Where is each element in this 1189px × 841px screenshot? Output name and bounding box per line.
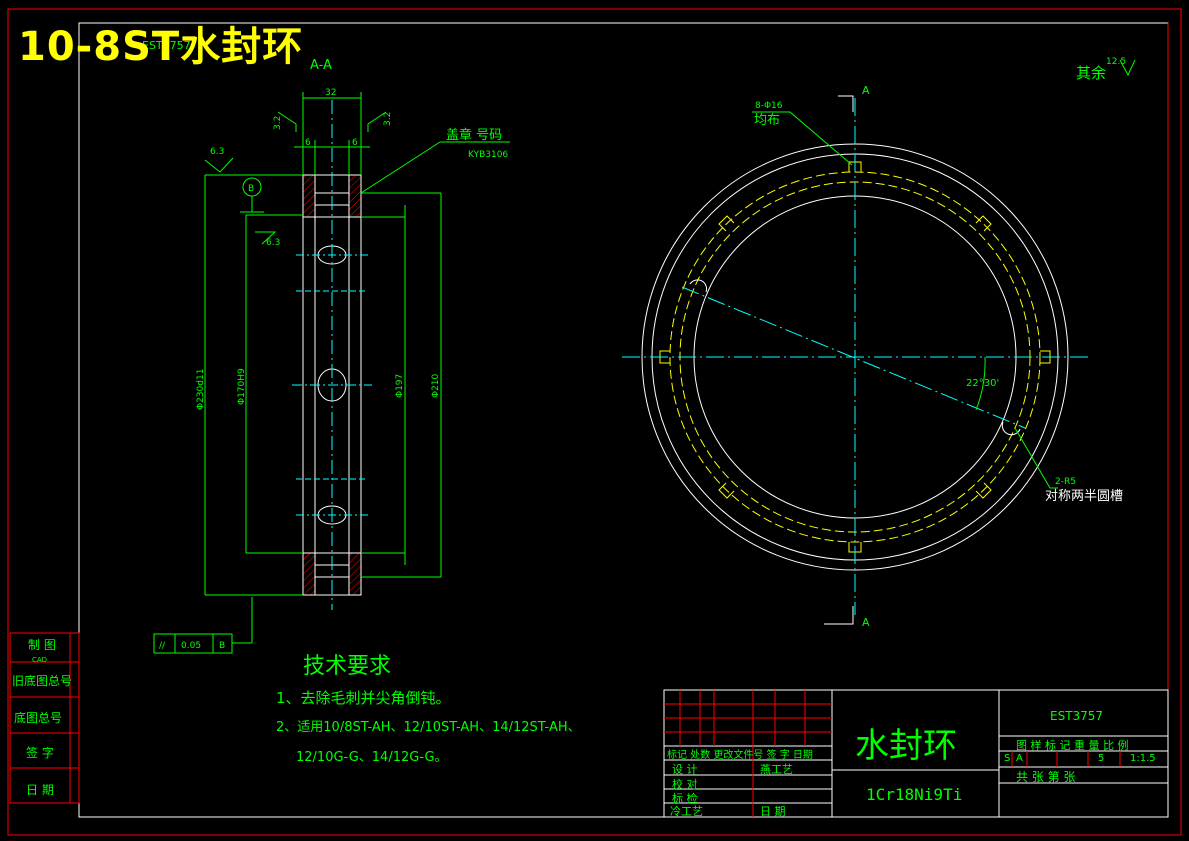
process-label: 冷工艺 bbox=[670, 805, 703, 818]
section-dimensions bbox=[153, 92, 510, 654]
mark-a: A bbox=[1016, 753, 1023, 764]
dim-groove-left: 6 bbox=[305, 138, 311, 148]
dim-bore-diameter: Φ170H9 bbox=[237, 368, 247, 405]
dim-210: Φ210 bbox=[431, 373, 441, 398]
stamp-label: 盖章 号码 bbox=[446, 127, 502, 143]
mark-s: S bbox=[1004, 753, 1011, 764]
tech-requirement-3: 12/10G-G、14/12G-G。 bbox=[296, 750, 448, 765]
plan-view bbox=[622, 59, 1136, 625]
date-label: 日 期 bbox=[760, 805, 786, 818]
left-row-base: 底图总号 bbox=[14, 711, 63, 725]
plan-view-text: A A 8-Φ16 均布 22°30' 2-R5 对称两半圆槽 其余 12.5 bbox=[754, 57, 1126, 629]
section-mark-bottom: A bbox=[862, 616, 870, 629]
dim-groove-right: 6 bbox=[352, 138, 358, 148]
rough-bore: 6.3 bbox=[266, 238, 280, 248]
design-cell: 燕工艺 bbox=[760, 763, 793, 776]
angle-label: 22°30' bbox=[966, 378, 999, 389]
check-label: 标 检 bbox=[672, 792, 698, 805]
section-label-over: EST3757 bbox=[142, 39, 191, 52]
section-mark-top: A bbox=[862, 84, 870, 97]
left-row-date: 日 期 bbox=[26, 783, 54, 797]
part-material: 1Cr18Ni9Ti bbox=[866, 785, 963, 804]
section-view bbox=[292, 100, 372, 610]
dim-width-top: 32 bbox=[325, 88, 336, 98]
left-row-cad: CAD bbox=[32, 656, 48, 664]
slot-spec: 2-R5 bbox=[1055, 477, 1076, 487]
section-dim-text: 32 6 6 3.2 3.2 6.3 6.3 B Φ230d11 Φ170H9 … bbox=[159, 88, 508, 651]
rough-outer: 6.3 bbox=[210, 147, 224, 157]
rest-roughness-label: 其余 bbox=[1076, 64, 1106, 82]
tolerance-symbol: // bbox=[159, 641, 166, 651]
tolerance-datum: B bbox=[219, 641, 225, 651]
outer-frame bbox=[7, 8, 1182, 836]
left-row-old-base: 旧底图总号 bbox=[12, 674, 73, 688]
scale-value: 1:1.5 bbox=[1130, 753, 1156, 764]
banner-title: 10-8ST水封环 bbox=[18, 24, 304, 70]
title-header-row: 图 样 标 记 重 量 比 例 bbox=[1016, 739, 1129, 752]
weight-value: 5 bbox=[1098, 753, 1105, 764]
title-block bbox=[663, 689, 1169, 818]
holes-spec: 8-Φ16 bbox=[755, 101, 783, 111]
tech-requirement-1: 1、去除毛刺并尖角倒钝。 bbox=[276, 689, 451, 707]
left-row-drawn: 制 图 bbox=[28, 638, 56, 652]
rough-right: 3.2 bbox=[383, 112, 393, 126]
sheet-row: 共 张 第 张 bbox=[1016, 770, 1076, 784]
drawing-number: EST3757 bbox=[1050, 709, 1104, 723]
rough-left: 3.2 bbox=[273, 116, 283, 130]
tolerance-value: 0.05 bbox=[181, 641, 201, 651]
holes-distribution: 均布 bbox=[754, 113, 780, 128]
stamp-code: KYB3106 bbox=[468, 150, 508, 160]
slot-description: 对称两半圆槽 bbox=[1045, 489, 1123, 504]
left-row-sign: 签 字 bbox=[26, 746, 54, 760]
proofread-label: 校 对 bbox=[672, 778, 698, 791]
tech-requirements-heading: 技术要求 bbox=[303, 654, 392, 679]
dim-outer-diameter: Φ230d11 bbox=[196, 369, 206, 410]
left-side-table bbox=[9, 632, 80, 804]
revision-header: 标记 处数 更改文件号 签 字 日期 bbox=[667, 750, 813, 761]
rest-roughness-value: 12.5 bbox=[1106, 57, 1126, 67]
datum-letter: B bbox=[248, 184, 254, 194]
design-label: 设 计 bbox=[672, 763, 698, 776]
tech-requirement-2: 2、适用10/8ST-AH、12/10ST-AH、14/12ST-AH、 bbox=[276, 720, 581, 735]
part-name: 水封环 bbox=[855, 726, 957, 766]
section-label: A-A bbox=[310, 58, 332, 73]
title-block-red-grid bbox=[664, 690, 1121, 817]
dim-197: Φ197 bbox=[395, 374, 405, 398]
